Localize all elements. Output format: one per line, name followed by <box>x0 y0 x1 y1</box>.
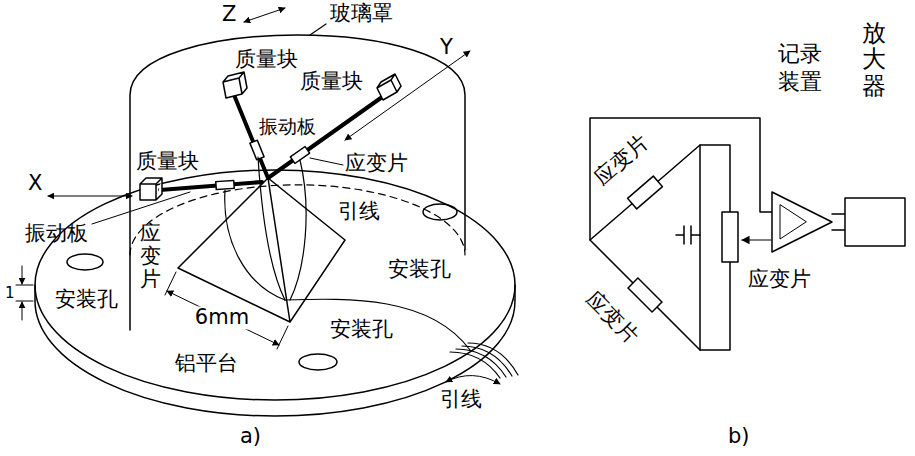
part-label: 引线 <box>338 200 380 223</box>
part-label: 质量块 <box>136 150 199 173</box>
mass-block <box>377 74 401 100</box>
strain-gauge <box>628 176 663 209</box>
strain-gauge <box>722 212 738 262</box>
lead-wire <box>290 160 306 300</box>
mounting-hole <box>299 354 337 370</box>
part-label: 安装孔 <box>330 318 393 341</box>
axis-arrow <box>48 196 132 197</box>
dimension-arrow <box>22 266 23 284</box>
recorder-symbol <box>772 192 832 252</box>
part-label: a) <box>240 425 261 448</box>
dimension-line <box>167 291 279 345</box>
part-label: 放大器 <box>862 20 886 99</box>
lead-wire <box>225 190 285 300</box>
axis-arrow <box>345 51 470 140</box>
amplifier-box <box>845 198 905 246</box>
part-label: 记录装置 <box>778 40 822 95</box>
part-label: 应变片 <box>582 288 643 349</box>
strain-gauge <box>250 140 264 160</box>
leader-line <box>92 192 190 224</box>
part-label: 6mm <box>193 306 251 329</box>
part-label: 铝平台 <box>175 352 238 375</box>
bridge-wire <box>590 118 772 240</box>
lead-wire <box>450 343 518 378</box>
signal-wire <box>832 214 845 230</box>
bracket-arrow <box>446 375 500 384</box>
glass-cover <box>130 35 465 330</box>
part-label: 玻璃罩 <box>330 2 393 25</box>
strain-gauge <box>216 180 235 189</box>
part-label: X <box>28 172 42 195</box>
platform-top <box>35 170 515 400</box>
strain-gauge <box>628 278 662 312</box>
part-label: 安装孔 <box>388 258 451 281</box>
part-label: Y <box>440 36 453 59</box>
part-label: b) <box>728 425 750 448</box>
lead-wire <box>258 157 285 300</box>
signal-arrow <box>742 239 771 240</box>
axis-arrow <box>244 8 285 22</box>
part-label: 应变片 <box>345 152 408 175</box>
dimension-arrow <box>22 302 23 320</box>
mounting-hole <box>67 254 103 270</box>
mass-block <box>223 72 247 98</box>
platform-rim <box>35 285 515 416</box>
part-label: 安装孔 <box>55 288 118 311</box>
part-label: 应变片 <box>140 222 161 291</box>
leader-line <box>310 24 326 35</box>
extension-line <box>165 272 288 349</box>
part-label: 振动板 <box>259 116 316 137</box>
part-label: 引线 <box>440 388 482 411</box>
part-label: 应变片 <box>591 131 654 190</box>
capacitor-symbol <box>676 226 700 244</box>
part-label: 质量块 <box>300 70 363 93</box>
part-label: Z <box>222 3 236 26</box>
leader-line <box>310 158 343 165</box>
part-label: 1 <box>5 285 15 302</box>
vibration-plate <box>160 182 262 190</box>
lead-wire <box>285 299 470 350</box>
recorder-symbol <box>780 205 806 239</box>
mass-block <box>140 178 162 200</box>
part-label: 质量块 <box>235 48 298 71</box>
part-label: 应变片 <box>748 268 811 291</box>
dimension-tick <box>16 285 33 301</box>
part-label: 振动板 <box>25 222 88 245</box>
